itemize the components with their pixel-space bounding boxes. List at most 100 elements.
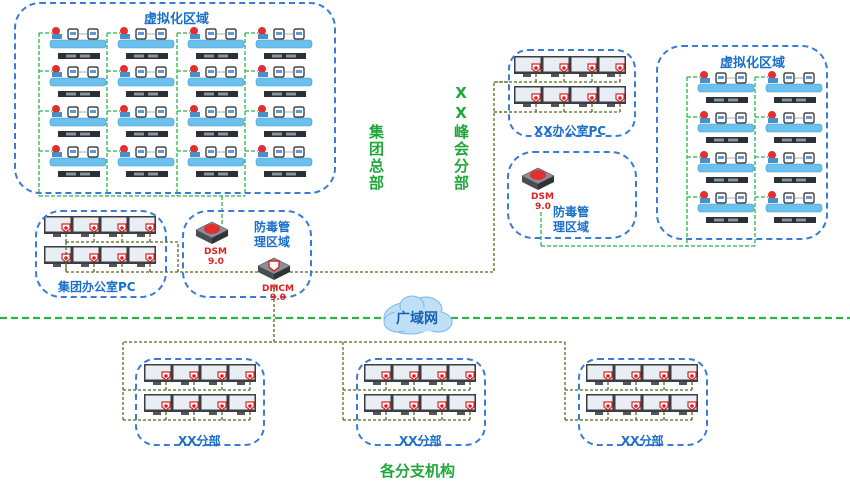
hq-region-label: 集团总部 [367,124,385,192]
branch-xx-dsm-version: 9.0 [535,202,551,212]
branch-xx-virtualization-zone [656,45,828,240]
server-rack-icon [196,171,238,177]
hypervisor-platform [697,203,755,213]
pc-icon [614,364,642,385]
trend-agent-icon [700,151,708,159]
hq-av-mgmt-zone-label: 防毒管理区域 [254,220,291,249]
trend-agent-icon [258,27,266,35]
server-rack-icon [264,91,306,97]
branch-xx-region-label: XX峰会分部 [452,84,470,192]
hypervisor-platform [255,117,313,127]
hypervisor-platform [117,117,175,127]
hypervisor-platform [697,123,755,133]
hypervisor-host-icon [765,111,823,143]
server-rack-icon [774,137,816,143]
hypervisor-host-icon [697,111,755,143]
trend-agent-icon [190,27,198,35]
hypervisor-host-icon [187,105,245,137]
server-rack-icon [58,91,100,97]
trend-logo-icon [204,224,220,234]
pc-icon [542,86,570,107]
hypervisor-host-icon [697,151,755,183]
server-rack-icon [264,171,306,177]
hypervisor-host-icon [49,145,107,177]
server-rack-icon [126,53,168,59]
trend-agent-icon [768,71,776,79]
hypervisor-host-icon [117,65,175,97]
hypervisor-host-icon [187,27,245,59]
branches-region-label: 各分支机构 [380,462,456,480]
pc-icon [420,364,448,385]
trend-agent-icon [258,145,266,153]
antivirus-shield-icon [268,260,280,272]
branch-xx-virtualization-zone-label: 虚拟化区域 [720,56,786,71]
branch-office-zone [135,358,265,446]
hypervisor-platform [697,163,755,173]
pc-icon [642,394,670,415]
server-rack-icon [774,97,816,103]
trend-agent-icon [258,65,266,73]
trend-agent-icon [700,111,708,119]
hq-virtualization-zone [14,2,336,194]
hq-office-pc-zone-label: 集团办公室PC [58,280,136,294]
hq-dsm-name: DSM [204,247,227,257]
hypervisor-platform [187,157,245,167]
hypervisor-host-icon [255,65,313,97]
pc-icon [200,364,228,385]
branch-xx-office-pc-zone [508,49,636,137]
pc-icon [420,394,448,415]
server-rack-icon [706,177,748,183]
pc-icon [514,86,542,107]
pc-icon [144,394,172,415]
pc-icon [642,364,670,385]
branch-office-label: XX分部 [399,434,442,448]
pc-icon [542,56,570,77]
hypervisor-host-icon [187,65,245,97]
server-rack-icon [126,131,168,137]
hypervisor-platform [49,39,107,49]
hypervisor-platform [187,39,245,49]
trend-agent-icon [52,145,60,153]
trend-agent-icon [190,145,198,153]
trend-agent-icon [190,105,198,113]
pc-icon [614,394,642,415]
hypervisor-host-icon [117,27,175,59]
hypervisor-host-icon [255,105,313,137]
hypervisor-platform [187,117,245,127]
hypervisor-platform [117,77,175,87]
trend-agent-icon [190,65,198,73]
server-rack-icon [196,53,238,59]
pc-icon [72,246,100,267]
pc-icon [670,394,698,415]
lan-link-line [150,241,179,272]
hypervisor-platform [765,203,823,213]
cloud-icon [383,295,453,335]
hypervisor-host-icon [187,145,245,177]
trend-agent-icon [120,105,128,113]
hypervisor-host-icon [255,145,313,177]
pc-icon [570,86,598,107]
branch-xx-dsm-name: DSM [531,192,554,202]
pc-icon [72,216,100,237]
hq-virtualization-zone-label: 虚拟化区域 [144,12,210,27]
trend-agent-icon [120,27,128,35]
pc-icon [570,56,598,77]
hypervisor-platform [255,157,313,167]
pc-icon [44,246,72,267]
trend-agent-icon [768,191,776,199]
pc-icon [392,364,420,385]
hypervisor-host-icon [765,71,823,103]
hypervisor-platform [255,39,313,49]
trend-agent-icon [52,65,60,73]
trend-agent-icon [120,65,128,73]
pc-icon [172,364,200,385]
wan-label: 广域网 [396,311,438,327]
pc-icon [100,216,128,237]
hypervisor-platform [255,77,313,87]
server-rack-icon [196,91,238,97]
server-rack-icon [706,97,748,103]
server-rack-icon [264,53,306,59]
hypervisor-host-icon [117,145,175,177]
